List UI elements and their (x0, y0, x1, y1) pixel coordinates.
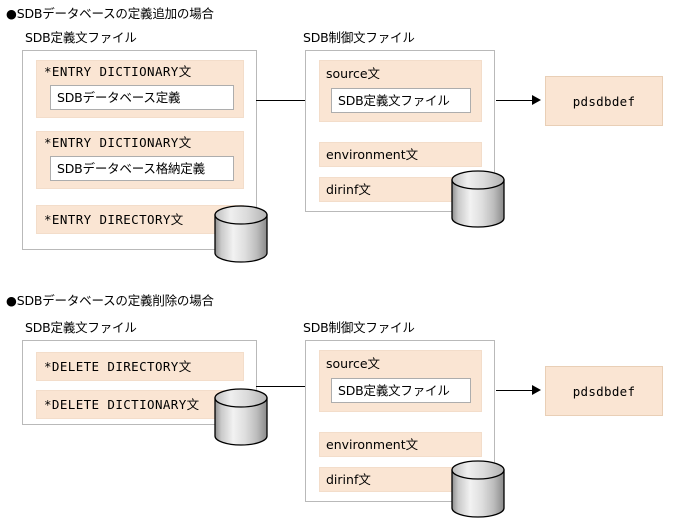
control-value-delete-0: SDB定義文ファイル (338, 383, 450, 398)
database-cylinder-delete-right (450, 460, 506, 522)
control-block-add-1 (319, 142, 482, 167)
database-cylinder-add-left (213, 205, 269, 267)
arrow-line-delete-1 (256, 386, 320, 387)
control-value-box-add-0 (331, 88, 471, 113)
statement-label-add-1: *ENTRY DICTIONARY文 (44, 135, 192, 150)
statement-label-add-0: *ENTRY DICTIONARY文 (44, 64, 192, 79)
database-cylinder-delete-left (213, 388, 269, 450)
control-value-add-0: SDB定義文ファイル (338, 93, 450, 108)
statement-block-add-2 (36, 205, 244, 234)
section-heading-delete: ●SDBデータベースの定義削除の場合 (6, 293, 214, 308)
arrow-line-add-1 (256, 100, 320, 101)
control-label-add-0: source文 (326, 66, 381, 81)
statement-block-delete-0 (36, 352, 244, 381)
control-label-delete-0: source文 (326, 356, 381, 371)
statement-value-add-1: SDBデータベース格納定義 (57, 161, 205, 176)
control-label-add-2: dirinf文 (326, 182, 371, 197)
statement-label-add-2: *ENTRY DIRECTORY文 (44, 212, 184, 227)
database-cylinder-add-right (450, 170, 506, 232)
control-label-add-1: environment文 (326, 147, 419, 162)
statement-block-delete-1 (36, 390, 244, 419)
definition-file-label-add: SDB定義文ファイル (25, 30, 137, 45)
control-file-label-delete: SDB制御文ファイル (303, 320, 415, 335)
definition-file-label-delete: SDB定義文ファイル (25, 320, 137, 335)
statement-label-delete-0: *DELETE DIRECTORY文 (44, 359, 192, 374)
control-label-delete-2: dirinf文 (326, 472, 371, 487)
statement-label-delete-1: *DELETE DICTIONARY文 (44, 397, 200, 412)
statement-value-box-add-1 (50, 156, 234, 181)
control-block-delete-1 (319, 432, 482, 457)
section-heading-add: ●SDBデータベースの定義追加の場合 (6, 6, 214, 21)
arrow-head-add-2 (532, 95, 541, 105)
control-label-delete-1: environment文 (326, 437, 419, 452)
arrow-head-delete-2 (532, 385, 541, 395)
arrow-line-delete-2 (496, 390, 534, 391)
statement-value-box-add-0 (50, 85, 234, 110)
terminal-box-delete: pdsdbdef (545, 366, 663, 416)
arrow-line-add-2 (496, 100, 534, 101)
terminal-box-add: pdsdbdef (545, 76, 663, 126)
control-file-label-add: SDB制御文ファイル (303, 30, 415, 45)
statement-value-add-0: SDBデータベース定義 (57, 90, 181, 105)
control-value-box-delete-0 (331, 378, 471, 403)
